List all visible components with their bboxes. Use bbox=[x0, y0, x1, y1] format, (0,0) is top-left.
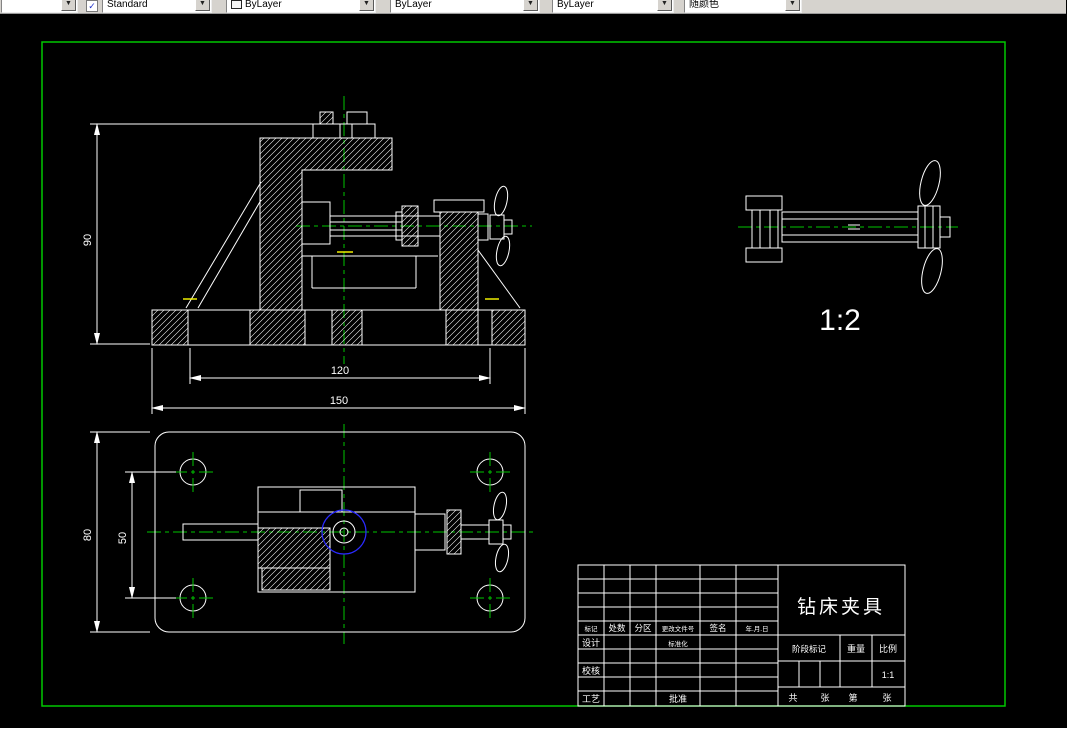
chevron-down-icon[interactable]: ▼ bbox=[61, 0, 76, 11]
screw-bracket bbox=[414, 513, 446, 551]
dim-50-text: 50 bbox=[117, 532, 129, 544]
rev-col-date: 年.月.日 bbox=[745, 624, 768, 633]
color-combo[interactable]: ByLayer ▼ bbox=[226, 0, 376, 13]
rev-col-mark: 标记 bbox=[585, 624, 599, 633]
clamp-body-section bbox=[261, 567, 331, 591]
rev-col-sign: 签名 bbox=[709, 623, 726, 633]
drill-bush-circle bbox=[321, 509, 367, 555]
role-approve: 批准 bbox=[669, 693, 687, 704]
dimension-90: 90 bbox=[82, 123, 315, 345]
stage-label: 阶段标记 bbox=[792, 644, 827, 654]
chevron-down-icon[interactable]: ▼ bbox=[785, 0, 800, 11]
lineweight-combo-value: ByLayer bbox=[557, 0, 594, 10]
handwheel-spoke bbox=[492, 491, 508, 521]
style-combo-value: Standard bbox=[107, 0, 148, 10]
title-block-title: 钻床夹具 bbox=[797, 596, 885, 618]
sheet-unit: 张 bbox=[882, 693, 891, 703]
linetype-combo-value: ByLayer bbox=[395, 0, 432, 10]
clamp-screw bbox=[319, 111, 334, 125]
dim-150-text: 150 bbox=[330, 395, 348, 407]
plotstyle-combo-value: 随颜色 bbox=[689, 0, 719, 10]
style-combo[interactable]: Standard ▼ bbox=[102, 0, 212, 13]
rev-col-docno: 更改文件号 bbox=[662, 624, 695, 633]
handwheel-spoke bbox=[493, 185, 509, 217]
shaft-nut bbox=[401, 205, 419, 247]
plotstyle-combo[interactable]: 随颜色 ▼ bbox=[684, 0, 802, 13]
handwheel-detail-view: 1:2 bbox=[738, 160, 958, 337]
support-section bbox=[439, 211, 479, 311]
lineweight-combo[interactable]: ByLayer ▼ bbox=[552, 0, 674, 13]
drawing-frame bbox=[41, 41, 1006, 707]
chevron-down-icon[interactable]: ▼ bbox=[359, 0, 374, 11]
dimension-150: 150 bbox=[151, 348, 526, 414]
rev-col-count: 处数 bbox=[608, 623, 626, 633]
scale-label: 比例 bbox=[879, 643, 897, 654]
window-edge bbox=[1067, 0, 1071, 728]
color-swatch-icon bbox=[231, 0, 242, 9]
linetype-combo[interactable]: ByLayer ▼ bbox=[390, 0, 540, 13]
support-cap bbox=[433, 199, 485, 213]
command-line-strip[interactable] bbox=[0, 728, 1071, 737]
text-style-icon[interactable]: ✓ bbox=[86, 0, 98, 12]
rib-edge bbox=[185, 181, 262, 309]
bracket-body bbox=[751, 209, 779, 249]
top-toolbar: ▼ ✓ Standard ▼ ByLayer ▼ ByLayer ▼ ByLay… bbox=[0, 0, 1066, 14]
layer-combo[interactable]: ▼ bbox=[1, 0, 78, 13]
chevron-down-icon[interactable]: ▼ bbox=[195, 0, 210, 11]
clamp-body-section bbox=[257, 527, 331, 569]
chevron-down-icon[interactable]: ▼ bbox=[523, 0, 538, 11]
scale-value: 1:1 bbox=[882, 670, 895, 680]
screw-nut bbox=[446, 509, 462, 555]
bracket-flange bbox=[745, 195, 783, 211]
sheet-total-label: 共 bbox=[788, 693, 797, 703]
rib-inner-edge bbox=[197, 199, 262, 309]
title-block: 钻床夹具 标记 处数 分区 更改文件号 签名 年.月.日 设计 标准化 校核 工… bbox=[577, 564, 906, 707]
dim-90-text: 90 bbox=[82, 234, 94, 246]
plan-view: 80 50 bbox=[82, 424, 535, 644]
handwheel-hub bbox=[489, 214, 505, 240]
dim-120-text: 120 bbox=[331, 365, 349, 377]
role-design: 设计 bbox=[582, 637, 600, 648]
dimension-80: 80 bbox=[82, 431, 150, 633]
fixture-plate bbox=[154, 431, 526, 633]
rev-col-zone: 分区 bbox=[634, 623, 652, 633]
detail-scale-label: 1:2 bbox=[819, 304, 861, 337]
role-process: 工艺 bbox=[582, 694, 600, 704]
handwheel-spoke bbox=[921, 248, 943, 294]
handwheel-spoke bbox=[494, 543, 510, 573]
slider-block bbox=[301, 201, 331, 245]
role-standardize: 标准化 bbox=[668, 639, 688, 648]
handwheel-spoke bbox=[919, 160, 941, 206]
weight-label: 重量 bbox=[847, 643, 865, 654]
dimension-50: 50 bbox=[117, 471, 176, 599]
sheet-index-label: 第 bbox=[848, 692, 857, 703]
front-view: 90 120 150 bbox=[82, 96, 532, 414]
sheet-unit: 张 bbox=[820, 693, 829, 703]
clamp-nut bbox=[346, 111, 368, 125]
support-rib bbox=[477, 249, 521, 309]
color-combo-value: ByLayer bbox=[245, 0, 282, 10]
title-block-grid bbox=[577, 564, 906, 707]
dimension-120: 120 bbox=[189, 348, 491, 384]
column-section bbox=[259, 137, 393, 311]
dim-80-text: 80 bbox=[82, 529, 94, 541]
bracket-flange bbox=[745, 247, 783, 263]
chevron-down-icon[interactable]: ▼ bbox=[657, 0, 672, 11]
drill-hole bbox=[332, 520, 356, 544]
handwheel-spoke bbox=[495, 235, 511, 267]
role-check: 校核 bbox=[582, 665, 600, 676]
clamp-bar bbox=[312, 123, 376, 139]
